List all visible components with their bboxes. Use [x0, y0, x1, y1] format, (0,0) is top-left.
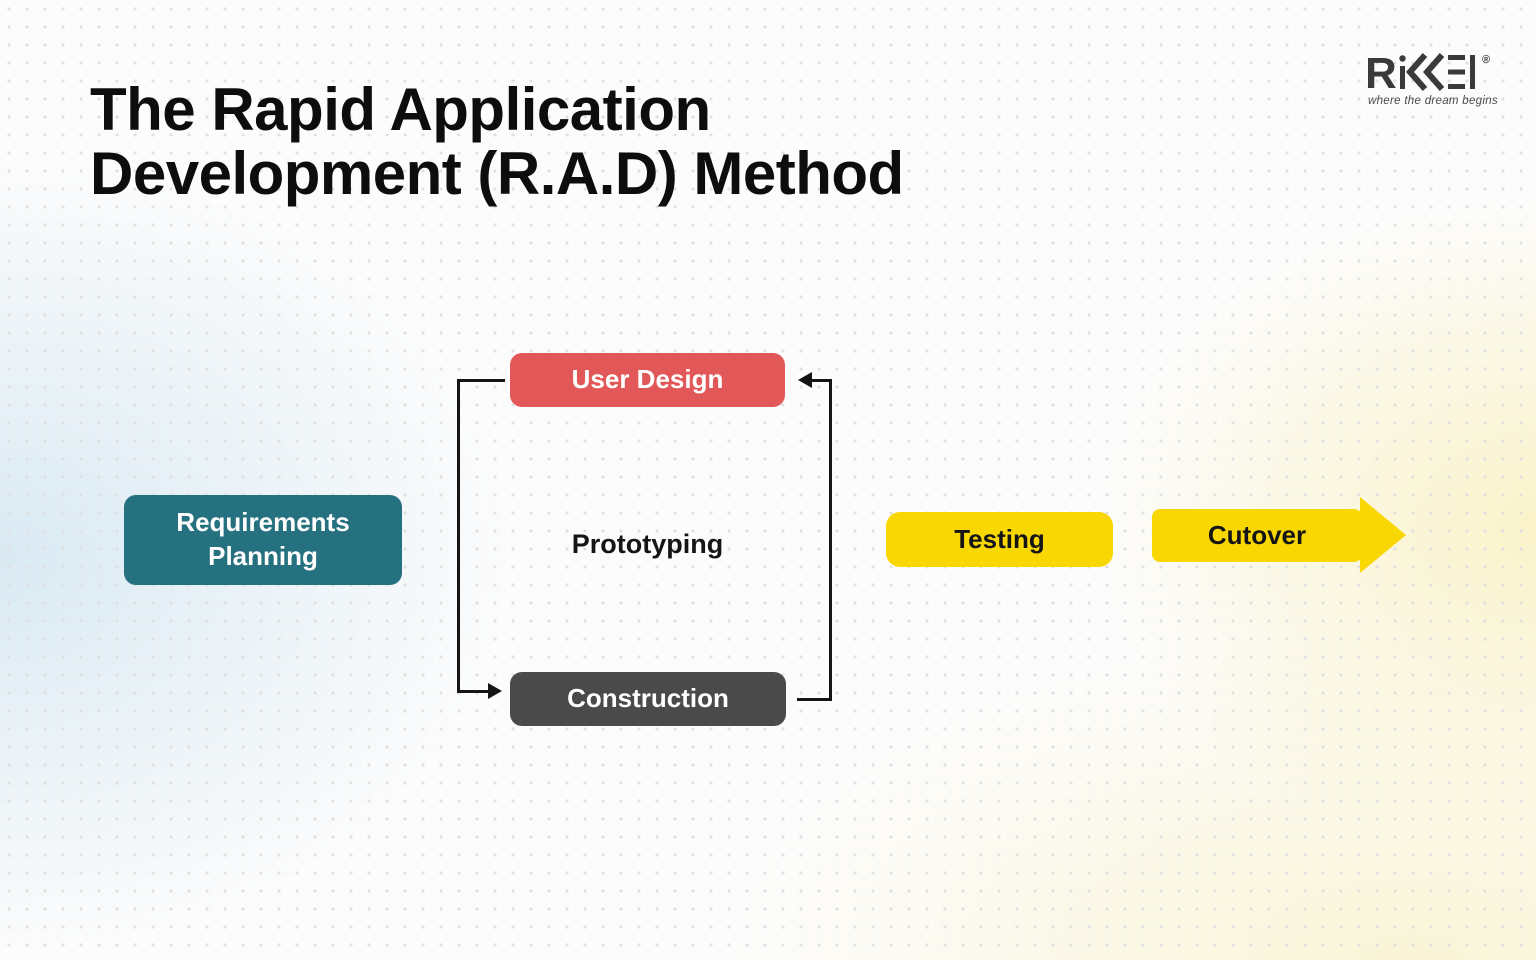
- title-line-2: Development (R.A.D) Method: [90, 140, 904, 207]
- logo-letter-i-dot: [1399, 55, 1406, 62]
- logo-chevron-k1: [1405, 53, 1428, 91]
- testing-box: Testing: [886, 512, 1113, 567]
- cycle-edge-left-bottom: [457, 690, 489, 693]
- logo-letter-i-stem: [1400, 66, 1405, 89]
- cutover-arrowhead: [1360, 497, 1406, 573]
- logo-letter-i2: [1470, 55, 1475, 89]
- construction-box: Construction: [510, 672, 786, 726]
- arrowhead-into-user-design-icon: [798, 372, 812, 388]
- cutover-arrow: Cutover: [1152, 497, 1406, 574]
- logo-letter-e-bar3: [1448, 84, 1465, 89]
- logo-letter-r: R: [1368, 52, 1397, 92]
- cutover-arrow-body: Cutover: [1152, 509, 1362, 562]
- logo-letter-e-bar1: [1448, 55, 1465, 60]
- logo-row: R ®: [1368, 52, 1508, 92]
- logo-letter-e-bar2: [1448, 69, 1465, 75]
- cycle-edge-right-vertical: [829, 379, 832, 701]
- user-design-box: User Design: [510, 353, 785, 407]
- cycle-edge-left-vertical: [457, 379, 460, 693]
- rikkei-wordmark-icon: R: [1368, 52, 1475, 92]
- logo-tagline: where the dream begins: [1368, 95, 1498, 107]
- logo-chevron-k2: [1422, 53, 1445, 91]
- rikkei-logo: RiKKEI R ® where the dream begins: [1368, 52, 1508, 107]
- cycle-edge-right-top: [812, 379, 832, 382]
- slide-title: The Rapid Application Development (R.A.D…: [90, 78, 904, 206]
- arrowhead-into-construction-icon: [488, 683, 502, 699]
- prototyping-label: Prototyping: [571, 529, 724, 560]
- cycle-edge-left-top: [457, 379, 505, 382]
- title-line-1: The Rapid Application: [90, 76, 711, 143]
- registered-trademark-mark: ®: [1482, 54, 1491, 66]
- requirements-planning-box: Requirements Planning: [124, 495, 402, 585]
- cycle-edge-right-bottom: [797, 698, 832, 701]
